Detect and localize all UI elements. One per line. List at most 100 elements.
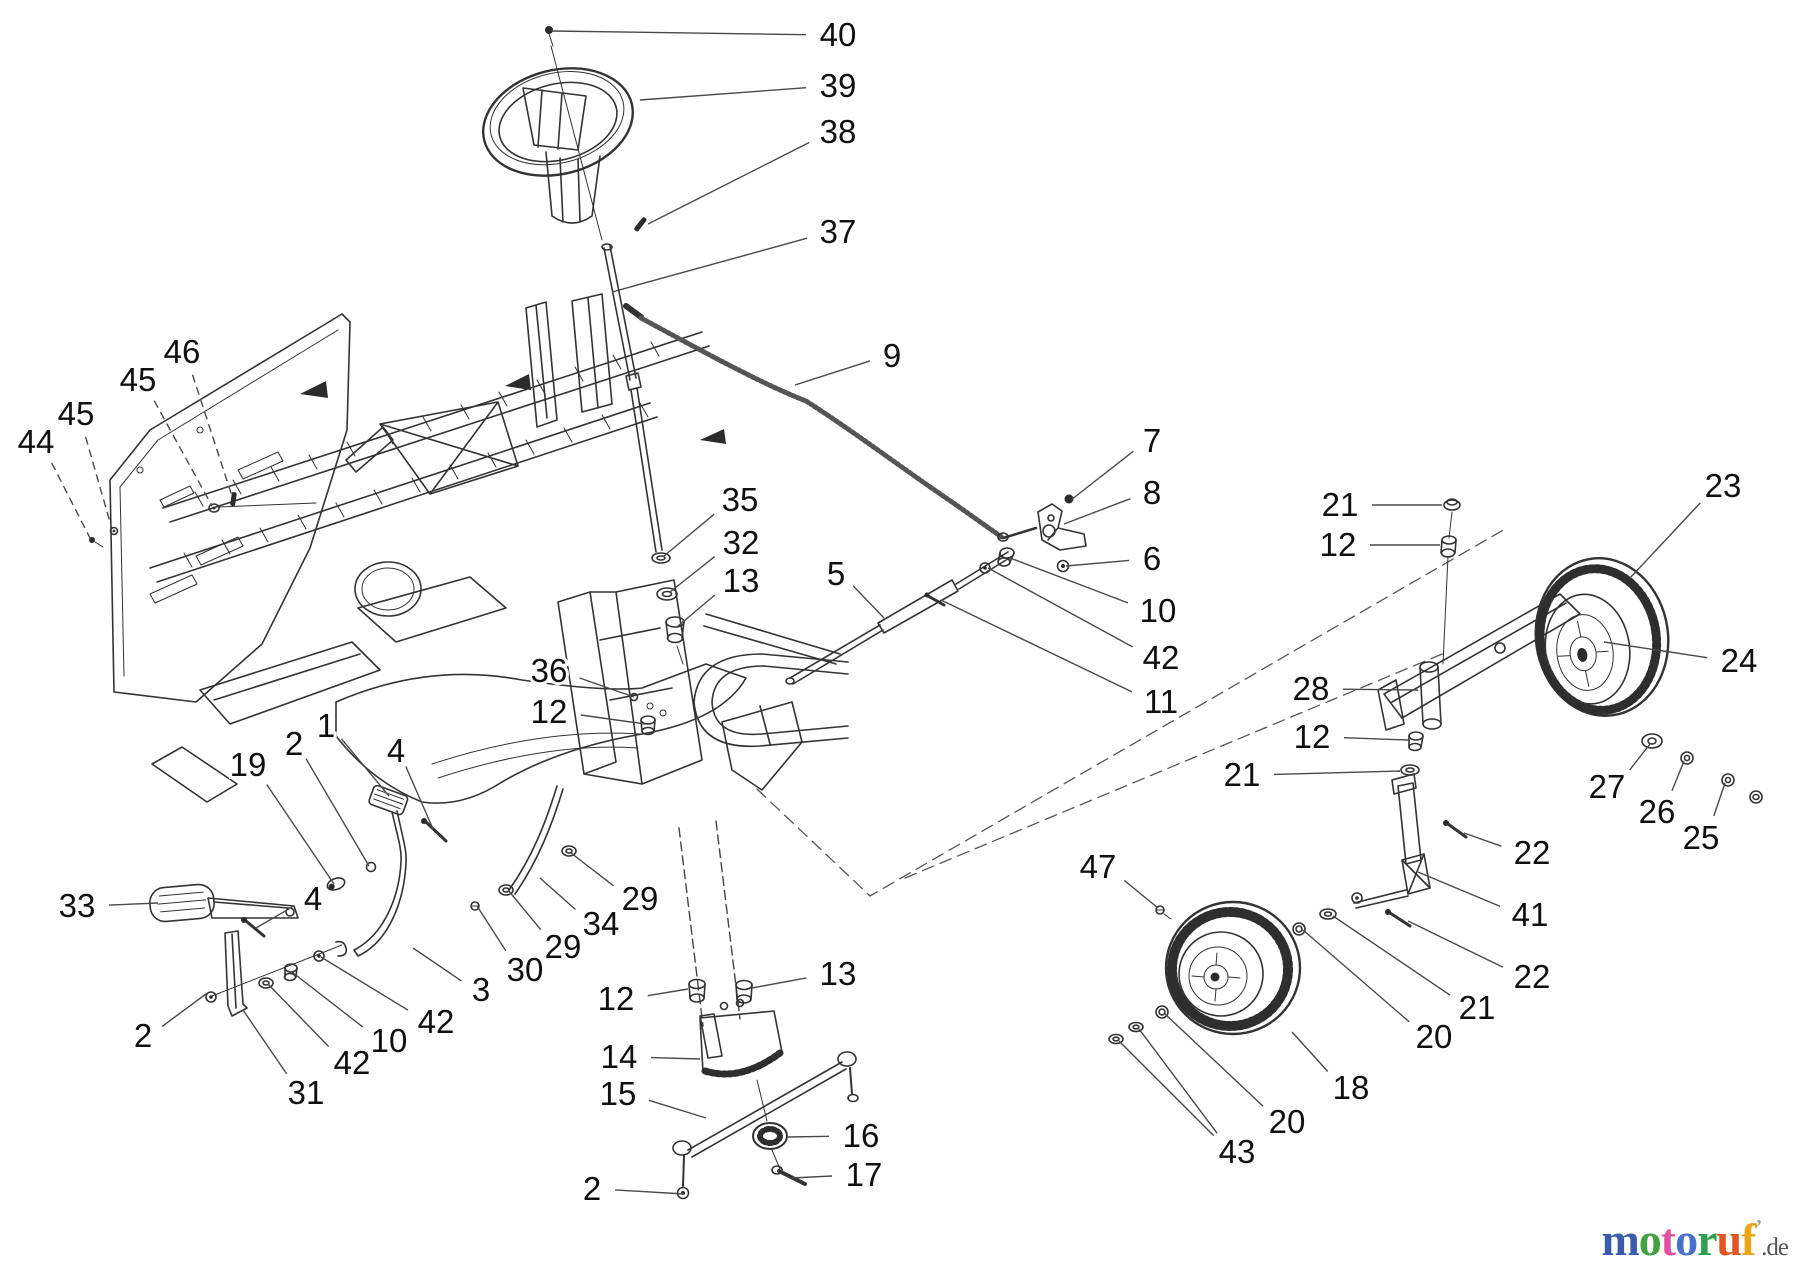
leader-line-2 [305, 758, 370, 867]
leader-line-11 [940, 599, 1133, 693]
leader-line-22 [1407, 920, 1504, 968]
leader-line-25 [1713, 782, 1726, 817]
bushing-12-mid [640, 715, 656, 736]
pin-46 [230, 492, 237, 507]
leader-line-16 [787, 1135, 830, 1138]
logo-tld: .de [1761, 1234, 1789, 1261]
callout-42: 42 [1143, 639, 1180, 676]
nut-extra [1749, 790, 1763, 804]
leader-line-43 [1118, 1040, 1215, 1137]
callout-2: 2 [134, 1017, 152, 1054]
site-logo[interactable]: motoruf’.de [1601, 1214, 1789, 1265]
nut-26 [1680, 751, 1694, 765]
steering-cable [623, 303, 1038, 542]
leader-line-19 [266, 784, 335, 885]
nut-21-top [1443, 498, 1461, 511]
leader-line-1 [340, 738, 390, 797]
callout-16: 16 [843, 1117, 880, 1154]
callout-13: 13 [723, 562, 760, 599]
callout-29: 29 [622, 880, 659, 917]
leader-line-39 [639, 87, 807, 101]
bushing-13-shaft [735, 979, 753, 1004]
leader-line-23 [1629, 502, 1701, 579]
callout-30: 30 [507, 951, 544, 988]
callout-40: 40 [820, 16, 857, 53]
rod-5-tube [877, 579, 959, 634]
leader-line-5 [852, 585, 885, 619]
leader-line-33 [108, 902, 159, 906]
leader-line-36 [579, 677, 635, 698]
callout-39: 39 [820, 67, 857, 104]
callout-37: 37 [820, 213, 857, 250]
callout-45: 45 [120, 361, 157, 398]
leader-line-32 [669, 556, 716, 593]
leader-line-38 [647, 141, 810, 225]
leader-line-42 [267, 983, 330, 1048]
callout-45: 45 [58, 395, 95, 432]
bolt-4-pivot [244, 919, 266, 938]
pedal-33 [149, 883, 215, 923]
callout-47: 47 [1080, 848, 1117, 885]
washer-45a [208, 503, 220, 513]
leader-line-10 [1009, 557, 1129, 604]
callout-10: 10 [1140, 592, 1177, 629]
leader-line-34 [539, 877, 576, 911]
leader-line-45 [84, 436, 113, 530]
callout-24: 24 [1721, 642, 1758, 679]
callout-38: 38 [820, 113, 857, 150]
logo-letter-u5: u [1716, 1214, 1743, 1265]
callout-42: 42 [418, 1003, 455, 1040]
lever-hook [335, 940, 348, 957]
callout-5: 5 [827, 555, 845, 592]
callout-9: 9 [883, 337, 901, 374]
callout-25: 25 [1683, 819, 1720, 856]
washer-27 [1641, 733, 1663, 749]
washer-29b [561, 845, 577, 857]
logo-letter-o1: o [1638, 1214, 1662, 1265]
sector-gear-14 [699, 1010, 783, 1076]
callout-23: 23 [1705, 467, 1742, 504]
nut-2-left [205, 991, 217, 1003]
nut-42b [313, 950, 325, 962]
washer-29a [498, 884, 514, 896]
nut-2-mid [365, 861, 377, 873]
callout-13: 13 [820, 955, 857, 992]
shaft-pin-38 [634, 217, 647, 232]
logo-letter-r4: r [1697, 1214, 1717, 1265]
leader-line-21 [1273, 770, 1401, 776]
callout-2: 2 [583, 1170, 601, 1207]
callout-34: 34 [583, 905, 620, 942]
leader-line-28 [1342, 688, 1419, 691]
bolt-7 [1064, 494, 1074, 504]
steering-wheel [481, 26, 635, 241]
leader-line-37 [611, 237, 808, 293]
bolt-4-upper [424, 820, 448, 843]
logo-letter-t2: t [1660, 1214, 1676, 1265]
nut-42 [979, 562, 991, 574]
leader-line-7 [1070, 450, 1134, 501]
leader-line-26 [1671, 760, 1685, 792]
leader-line-8 [1063, 498, 1131, 525]
leader-line-44 [51, 462, 91, 539]
screw-45b [109, 526, 119, 536]
leader-line-29 [507, 889, 542, 931]
leader-line-31 [242, 1009, 288, 1075]
callout-21: 21 [1322, 486, 1359, 523]
callout-12: 12 [531, 693, 568, 730]
front-axle-assembly [1377, 498, 1581, 839]
axle-beam [1383, 593, 1581, 719]
washer-43b [1108, 1033, 1124, 1045]
callout-18: 18 [1333, 1069, 1370, 1106]
lever-3 [353, 810, 407, 957]
callout-22: 22 [1514, 834, 1551, 871]
leader-line-20 [1302, 929, 1410, 1023]
leader-line-17 [791, 1175, 833, 1179]
washer-42a [258, 977, 274, 989]
callout-20: 20 [1269, 1103, 1306, 1140]
bushing-12-top [1440, 535, 1457, 558]
leader-line-35 [663, 513, 715, 557]
washer-32 [656, 587, 678, 601]
wheel-23 [1534, 557, 1670, 717]
clip-19 [326, 877, 346, 891]
leader-line-2 [614, 1189, 685, 1195]
